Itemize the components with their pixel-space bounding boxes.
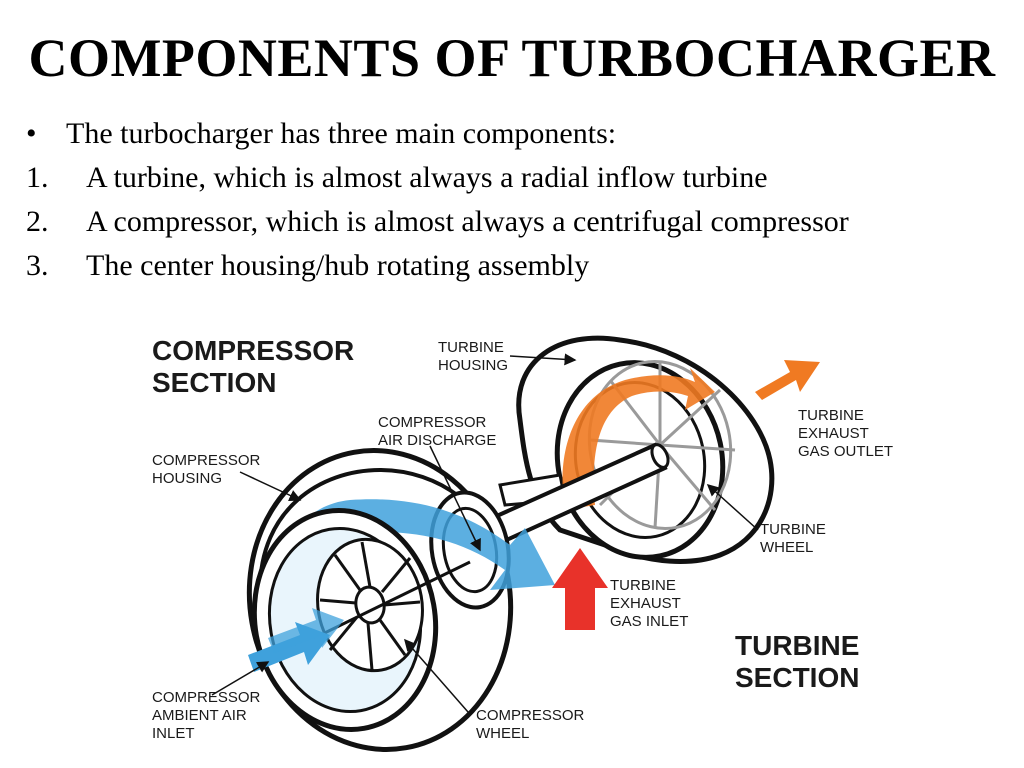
turbine-exhaust-gas-outlet-label: TURBINE EXHAUST GAS OUTLET — [798, 407, 893, 460]
compressor-wheel — [316, 537, 424, 673]
turbocharger-diagram: COMPRESSOR SECTION TURBINE SECTION TURBI… — [152, 335, 893, 752]
turbine-exhaust-outlet-arrow — [755, 360, 820, 400]
turbine-wheel-label: TURBINE WHEEL — [760, 521, 830, 556]
leader-lines — [211, 353, 759, 713]
turbine-exhaust-flow — [562, 368, 715, 510]
compressor-ambient-air-inlet-label: COMPRESSOR AMBIENT AIR INLET — [152, 689, 265, 742]
compressor-air-discharge-label: COMPRESSOR AIR DISCHARGE — [378, 414, 496, 449]
list-number: 3. — [26, 249, 49, 282]
compressor-housing-label: COMPRESSOR HOUSING — [152, 452, 265, 487]
ambient-air-inlet-arrows — [248, 608, 344, 672]
list-number: 2. — [26, 205, 49, 238]
turbine-exhaust-gas-inlet-label: TURBINE EXHAUST GAS INLET — [610, 577, 688, 630]
list-item-text: A compressor, which is almost always a c… — [86, 205, 849, 238]
turbine-section-label: TURBINE SECTION — [735, 630, 867, 693]
list-item-text: A turbine, which is almost always a radi… — [86, 161, 768, 194]
list-item-text: The center housing/hub rotating assembly — [86, 249, 590, 282]
list-intro-text: The turbocharger has three main componen… — [66, 117, 617, 150]
list-number: 1. — [26, 161, 49, 194]
bullet-marker: • — [26, 117, 37, 150]
compressor-section-label: COMPRESSOR SECTION — [152, 335, 362, 398]
slide-title: COMPONENTS OF TURBOCHARGER — [28, 28, 996, 88]
compressor-wheel-label: COMPRESSOR WHEEL — [476, 707, 589, 742]
turbine-exhaust-inlet-arrow — [552, 548, 608, 630]
turbine-housing-label: TURBINE HOUSING — [438, 339, 508, 374]
